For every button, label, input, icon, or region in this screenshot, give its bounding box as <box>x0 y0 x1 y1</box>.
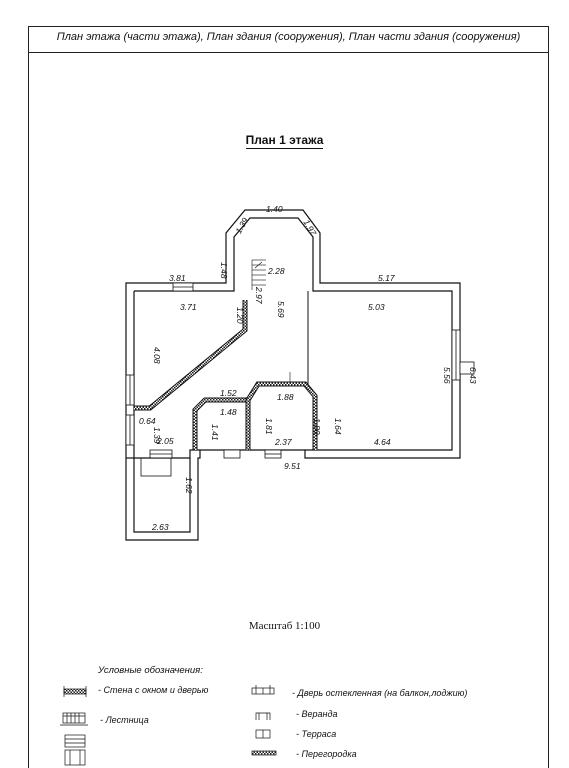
dim-0-64: 0.64 <box>139 416 156 426</box>
dim-2-28: 2.28 <box>267 266 285 276</box>
dim-5-17: 5.17 <box>378 273 395 283</box>
dimension-labels: 1.40 1.39 1.97 1.48 2.28 3.81 5.17 2.97 … <box>139 204 478 532</box>
dim-1-97: 1.97 <box>302 218 319 238</box>
plan-title: План 1 этажа <box>0 133 569 149</box>
legend-veranda: - Веранда <box>296 709 338 719</box>
legend-stairs: - Лестница <box>100 715 149 725</box>
legend-partition: - Перегородка <box>296 749 357 759</box>
dim-1-81: 1.81 <box>264 418 274 435</box>
dim-1-64: 1.64 <box>333 418 343 435</box>
dim-1-20: 1.20 <box>235 307 245 324</box>
dim-6-43: 6.43 <box>468 367 478 384</box>
dim-1-48-top: 1.48 <box>219 262 229 279</box>
legend-title: Условные обозначения: <box>98 665 203 676</box>
dim-1-41: 1.41 <box>210 424 220 441</box>
partitions <box>134 291 318 450</box>
dim-1-40: 1.40 <box>266 204 283 214</box>
stairs <box>251 259 291 382</box>
sheet-header-title: План этажа (части этажа), План здания (с… <box>56 31 521 43</box>
legend-wall: - Стена с окном и дверью <box>98 685 209 695</box>
outer-walls <box>125 209 461 541</box>
header-divider <box>28 52 549 53</box>
legend-glass-door: - Дверь остекленная (на балкон,лоджию) <box>292 688 468 698</box>
scale-label: Масштаб 1:100 <box>248 620 321 632</box>
dim-5-03: 5.03 <box>368 302 385 312</box>
dim-1-39-left: 1.39 <box>152 427 162 444</box>
dim-1-62: 1.62 <box>184 477 194 494</box>
dim-1-48-mid: 1.48 <box>220 407 237 417</box>
dim-2-37: 2.37 <box>274 437 292 447</box>
dim-4-08: 4.08 <box>152 347 162 364</box>
windows <box>125 282 475 459</box>
sheet-frame <box>28 26 549 768</box>
dim-5-56: 5.56 <box>442 367 452 384</box>
dim-2-97: 2.97 <box>254 286 264 304</box>
dim-2-05: 2.05 <box>156 436 174 446</box>
legend-terrace: - Терраса <box>296 729 337 739</box>
dim-1-88: 1.88 <box>277 392 294 402</box>
dim-2-63: 2.63 <box>151 522 169 532</box>
dim-5-69: 5.69 <box>276 301 286 318</box>
dim-1-80: 1.80 <box>312 418 322 435</box>
dim-1-39-top: 1.39 <box>233 216 250 236</box>
dim-3-71: 3.71 <box>180 302 197 312</box>
dim-1-52: 1.52 <box>220 388 237 398</box>
porch <box>140 457 172 477</box>
dim-4-64: 4.64 <box>374 437 391 447</box>
legend-symbols <box>60 685 277 766</box>
dim-3-81: 3.81 <box>169 273 186 283</box>
plan-title-text: План 1 этажа <box>245 133 324 149</box>
dim-9-51: 9.51 <box>284 461 301 471</box>
